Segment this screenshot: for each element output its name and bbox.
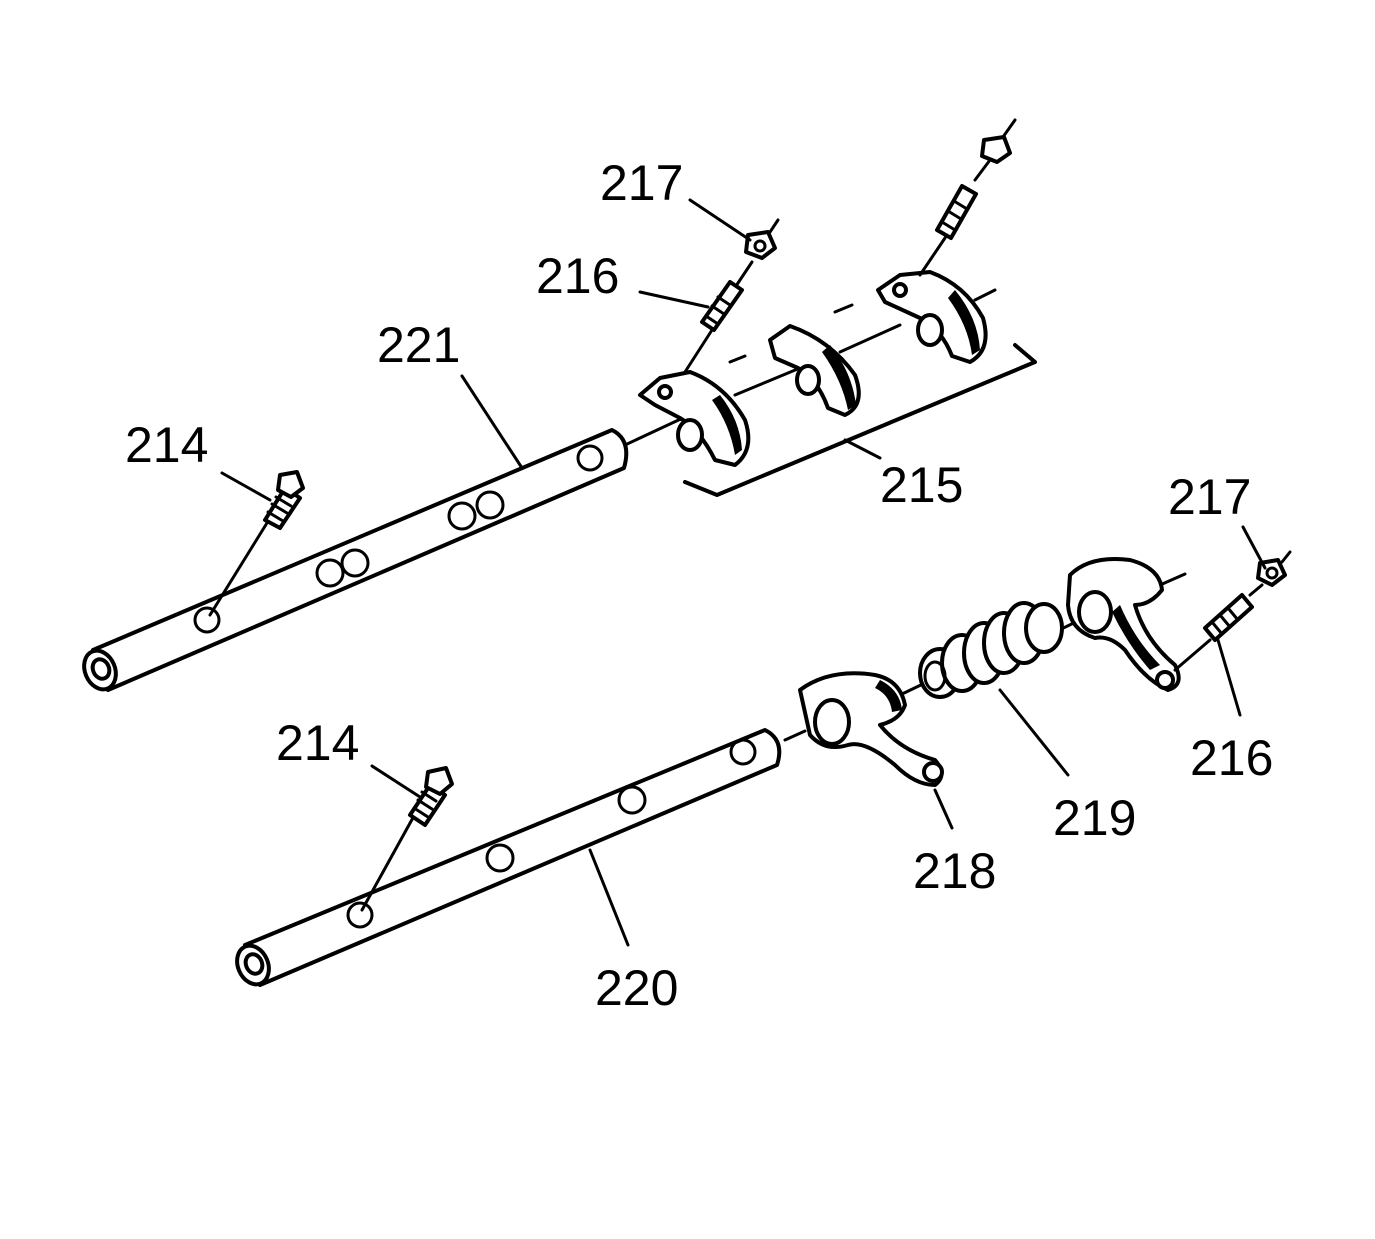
adjusting-screw-upper-right [918, 118, 1017, 277]
bolt-214-lower [360, 766, 454, 912]
callout-221: 221 [377, 317, 460, 373]
callout-220: 220 [595, 960, 678, 1016]
callout-219: 219 [1053, 790, 1136, 846]
callout-217-upper: 217 [600, 155, 683, 211]
rocker-shaft-221 [82, 428, 629, 692]
callout-215: 215 [880, 457, 963, 513]
callout-216-upper: 216 [536, 248, 619, 304]
adjusting-screw-216-lower [1173, 583, 1264, 672]
callout-217-lower: 217 [1168, 469, 1251, 525]
nut-217-upper [744, 218, 780, 260]
rocker-arm-218 [798, 671, 944, 787]
callout-labels: 217 216 221 214 215 217 214 216 219 218 … [125, 155, 1273, 1016]
adjusting-screw-216-upper [683, 260, 754, 374]
callout-214-lower: 214 [276, 715, 359, 771]
rocker-arm-lower-right [1066, 557, 1181, 692]
leader-lines [220, 198, 1267, 947]
nut-217-lower [1256, 550, 1292, 587]
spring-219 [918, 601, 1064, 699]
rocker-arm-set-215 [638, 270, 1037, 497]
rocker-shaft-220 [235, 728, 782, 987]
callout-216-lower: 216 [1190, 730, 1273, 786]
callout-214-upper: 214 [125, 417, 208, 473]
bolt-214-upper [208, 470, 305, 617]
callout-218: 218 [913, 843, 996, 899]
